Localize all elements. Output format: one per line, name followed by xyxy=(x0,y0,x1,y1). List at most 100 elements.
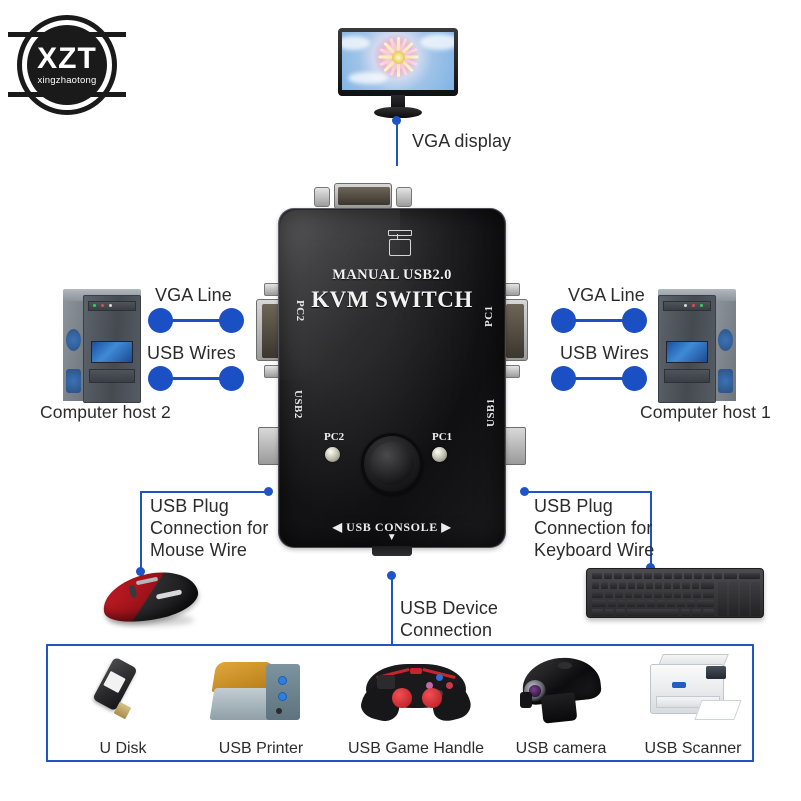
tower-drive-bay xyxy=(88,301,136,311)
vga-line-connector-right xyxy=(551,308,647,334)
tower-power-led xyxy=(700,304,703,307)
mouse-leader-dot-device xyxy=(264,487,273,496)
device-item-printer: USB Printer xyxy=(192,646,330,764)
device-label-udisk: U Disk xyxy=(99,740,147,757)
usb-mouse xyxy=(96,564,206,632)
usb-device-leader-line xyxy=(391,575,393,645)
device-label-gamepad: USB Game Handle xyxy=(347,740,485,757)
tower-optical-bay xyxy=(89,369,135,383)
keyboard-row-home xyxy=(592,600,714,607)
logo-ring xyxy=(17,15,117,115)
keyboard-leader-line-v xyxy=(650,491,652,567)
vga-line-connector-left xyxy=(148,308,244,334)
computer-host-1-tower xyxy=(658,285,736,403)
label-usb-wires-left: USB Wires xyxy=(147,343,236,363)
callout-mouse-line2: Connection for xyxy=(150,518,269,538)
led-label-pc2: PC2 xyxy=(324,431,345,443)
computer-host-2-tower xyxy=(63,285,141,403)
device-item-scanner: USB Scanner xyxy=(624,646,762,764)
vga-display-leader-line xyxy=(396,120,398,166)
label-computer-host-1: Computer host 1 xyxy=(640,402,771,422)
usb-device-leader-dot xyxy=(387,571,396,580)
keyboard-leader-dot-keyboard xyxy=(646,563,655,572)
tower-optical-bay xyxy=(664,369,710,383)
keyboard-row-space xyxy=(592,609,714,616)
callout-vga-display: VGA display xyxy=(412,131,512,151)
led-label-pc1: PC1 xyxy=(432,431,453,443)
thermal-printer-icon xyxy=(192,652,330,728)
top-port-screw-left xyxy=(314,187,330,207)
kvm-switch-device: MANUAL USB2.0 KVM SWITCH PC2 PC1 USB2 US… xyxy=(246,175,538,560)
tower-drive-bay xyxy=(663,301,711,311)
gamepad-icon xyxy=(336,652,496,728)
tower-activity-led xyxy=(101,304,104,307)
kvm-body-highlight xyxy=(280,210,400,380)
switch-button-cap[interactable] xyxy=(370,442,414,486)
label-vga-line-right: VGA Line xyxy=(568,285,645,305)
label-usb-wires-right: USB Wires xyxy=(560,343,649,363)
usb-wires-connector-left xyxy=(148,366,244,392)
top-port-screw-right xyxy=(396,187,412,207)
device-item-camera: USB camera xyxy=(492,646,630,764)
screen-cloud-2 xyxy=(420,34,454,50)
device-label-printer: USB Printer xyxy=(218,740,304,757)
usb-device-box: U Disk USB Printer xyxy=(46,644,754,762)
keyboard-numpad xyxy=(718,582,760,616)
logo-sub-text: xingzhaotong xyxy=(37,75,97,86)
vga-display-leader-dot xyxy=(392,116,401,125)
device-item-gamepad: USB Game Handle xyxy=(336,646,496,764)
top-vga-port xyxy=(334,183,392,209)
device-item-udisk: U Disk xyxy=(54,646,192,764)
keyboard-leader-dot-device xyxy=(520,487,529,496)
tower-side-vent xyxy=(718,329,733,351)
tower-display-panel xyxy=(666,341,708,363)
callout-keyboard-line2: Connection for xyxy=(534,518,653,538)
mouse-leader-line-h xyxy=(140,491,268,493)
usb-flash-drive-icon xyxy=(54,652,192,728)
callout-mouse-line3: Mouse Wire xyxy=(150,540,248,560)
usb-console-port xyxy=(372,546,412,556)
device-label-camera: USB camera xyxy=(515,740,607,757)
keyboard-row-function xyxy=(592,573,761,579)
brand-logo: XZT xingzhaotong xyxy=(8,6,126,124)
usb-console-label: ◀ USB CONSOLE ▶ xyxy=(332,520,452,534)
port-label-pc1: PC1 xyxy=(483,305,495,327)
usb2-port xyxy=(258,427,280,465)
screen-cloud-1 xyxy=(342,36,370,50)
kvm-subtitle: MANUAL USB2.0 xyxy=(332,267,452,283)
tower-display-panel xyxy=(91,341,133,363)
usb-console-arrow: ▼ xyxy=(386,532,398,543)
usb-keyboard xyxy=(586,568,764,618)
port-label-usb1: USB1 xyxy=(485,398,497,427)
vga-display-monitor xyxy=(338,28,458,118)
tower-led-3 xyxy=(684,304,687,307)
device-label-scanner: USB Scanner xyxy=(644,740,742,757)
label-vga-line-left: VGA Line xyxy=(155,285,232,305)
screen-flower xyxy=(342,32,454,86)
callout-mouse-line1: USB Plug xyxy=(150,496,229,516)
document-scanner-icon xyxy=(624,652,762,728)
kvm-title: KVM SWITCH xyxy=(311,287,473,312)
logo-main-text: XZT xyxy=(37,42,97,75)
led-indicator-pc2 xyxy=(325,447,340,462)
led-indicator-pc1 xyxy=(432,447,447,462)
port-label-pc2: PC2 xyxy=(294,300,306,322)
monitor-base xyxy=(374,107,422,118)
callout-usb-device-line2: Connection xyxy=(400,620,493,640)
monitor-neck xyxy=(391,95,405,110)
tower-side-vent-2 xyxy=(718,369,733,393)
keyboard-row-qwerty xyxy=(592,591,714,598)
keyboard-leader-line-h xyxy=(524,491,652,493)
port-label-usb2: USB2 xyxy=(292,390,304,419)
callout-usb-device-line1: USB Device xyxy=(400,598,499,618)
callout-keyboard-line1: USB Plug xyxy=(534,496,613,516)
flower-core xyxy=(391,50,405,64)
tower-activity-led xyxy=(692,304,695,307)
tower-power-led xyxy=(93,304,96,307)
monitor-screen xyxy=(342,32,454,90)
usb-wires-connector-right xyxy=(551,366,647,392)
mouse-leader-dot-mouse xyxy=(136,567,145,576)
usb1-port xyxy=(504,427,526,465)
tower-led-3 xyxy=(109,304,112,307)
tower-side-vent-2 xyxy=(66,369,81,393)
